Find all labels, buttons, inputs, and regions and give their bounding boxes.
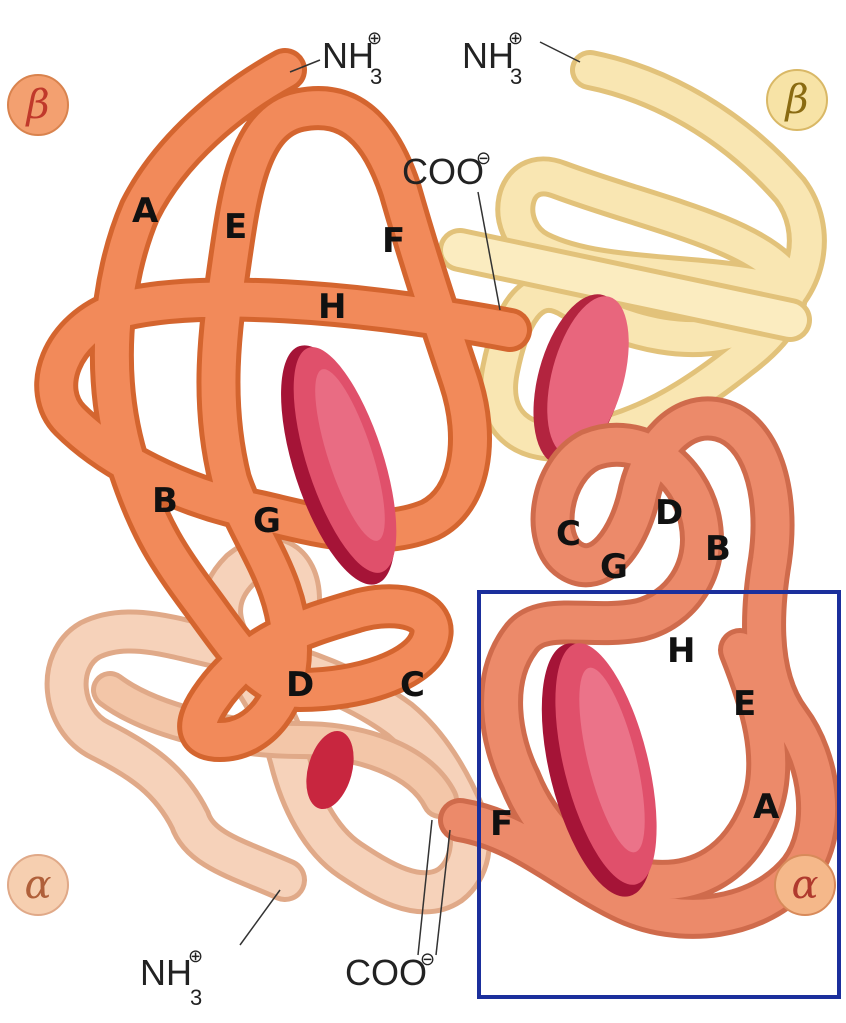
nh3-top-left-sup: ⊕ bbox=[367, 28, 382, 48]
helix-label-H: H bbox=[318, 287, 346, 327]
badge-beta-left-label: β bbox=[24, 82, 49, 128]
badge-alpha-left-label: α bbox=[24, 862, 51, 908]
badge-alpha-left: α bbox=[8, 855, 68, 915]
terminus-nh3-bottom: NH 3 ⊕ bbox=[140, 890, 280, 1010]
nh3-top-right-sub: 3 bbox=[510, 64, 522, 89]
coo-bottom-main: COO bbox=[345, 952, 427, 993]
badge-beta-left: β bbox=[8, 75, 68, 135]
nh3-top-right-main: NH bbox=[462, 35, 514, 76]
helix-label-C-right: C bbox=[556, 514, 581, 554]
helix-label-H-right: H bbox=[667, 631, 695, 671]
badge-beta-right: β bbox=[767, 70, 827, 130]
terminus-nh3-top-right: NH 3 ⊕ bbox=[462, 28, 580, 89]
helix-label-B-right: B bbox=[705, 529, 731, 569]
nh3-top-left-sub: 3 bbox=[370, 64, 382, 89]
helix-label-A-right: A bbox=[753, 787, 780, 827]
coo-top-main: COO bbox=[402, 151, 484, 192]
badge-alpha-right: α bbox=[775, 855, 835, 915]
helix-label-D-right: D bbox=[655, 493, 683, 533]
helix-label-F-right: F bbox=[490, 804, 513, 844]
coo-bottom-sup: ⊖ bbox=[420, 949, 435, 969]
helix-label-B: B bbox=[152, 481, 178, 521]
helix-label-D: D bbox=[286, 665, 314, 705]
helix-label-C: C bbox=[400, 665, 425, 705]
beta-chain-right bbox=[460, 70, 807, 442]
coo-top-sup: ⊖ bbox=[476, 148, 491, 168]
helix-label-E: E bbox=[224, 207, 247, 247]
nh3-bottom-sub: 3 bbox=[190, 985, 202, 1010]
helix-label-F: F bbox=[382, 221, 405, 261]
badge-beta-right-label: β bbox=[783, 77, 808, 123]
helix-label-E-right: E bbox=[733, 684, 756, 724]
nh3-top-right-sup: ⊕ bbox=[508, 28, 523, 48]
helix-label-G: G bbox=[253, 501, 281, 541]
helix-label-G-right: G bbox=[600, 547, 628, 587]
helix-label-A: A bbox=[132, 191, 159, 231]
nh3-bottom-sup: ⊕ bbox=[188, 946, 203, 966]
nh3-bottom-main: NH bbox=[140, 952, 192, 993]
badge-alpha-right-label: α bbox=[791, 862, 818, 908]
